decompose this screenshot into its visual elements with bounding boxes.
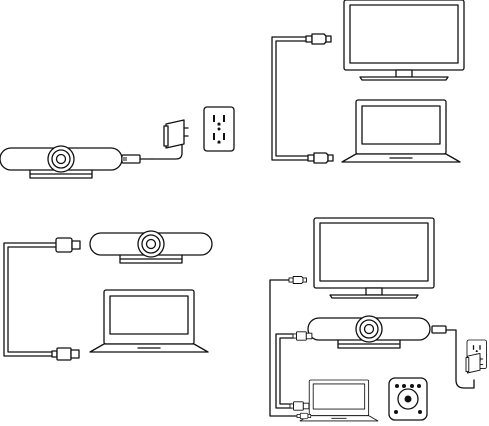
- laptop: [342, 100, 460, 162]
- conference-camera: [0, 146, 122, 178]
- remote-control: [389, 378, 427, 420]
- power-adapter: [164, 120, 188, 148]
- laptop: [90, 290, 208, 352]
- hdmi-cable: [272, 34, 333, 163]
- monitor: [344, 0, 464, 80]
- usb-cable: [4, 238, 80, 360]
- conference-camera: [308, 316, 430, 348]
- panel-display: [272, 0, 464, 163]
- panel-full-setup: [270, 218, 487, 421]
- monitor: [314, 218, 434, 298]
- wall-outlet: [204, 107, 234, 151]
- laptop: [300, 380, 378, 421]
- conference-camera: [90, 231, 212, 263]
- panel-usb: [4, 231, 212, 360]
- power-adapter: [466, 353, 483, 373]
- panel-power: [0, 107, 234, 178]
